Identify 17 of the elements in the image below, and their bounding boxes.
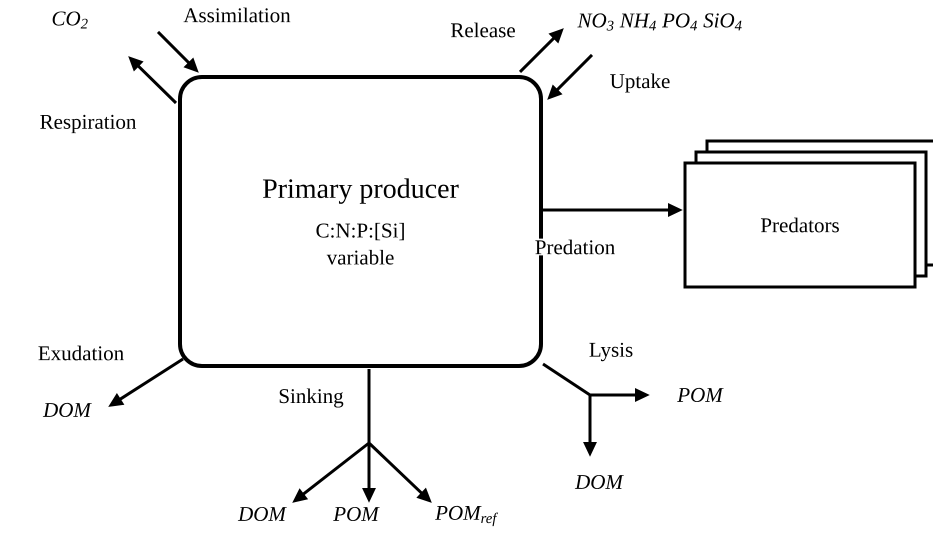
species-label: DOM bbox=[574, 474, 624, 490]
species-label: DOM bbox=[238, 506, 287, 522]
species-label: DOM bbox=[42, 402, 92, 418]
species-label: POM$_{ref}$ bbox=[435, 506, 498, 526]
edge-label: Respiration bbox=[38, 114, 138, 134]
edge-label: Release bbox=[449, 22, 517, 38]
species-label: CO$_{2}$ bbox=[52, 11, 88, 28]
edge-label: Lysis bbox=[588, 342, 634, 362]
edge-label: Predation bbox=[534, 238, 616, 256]
edge-label: Assimilation bbox=[182, 6, 292, 24]
stacked-box: Predators bbox=[684, 140, 933, 288]
edge-label: Uptake bbox=[608, 72, 672, 94]
edge-label: Exudation bbox=[36, 344, 126, 362]
species-label: NO$_{3}$ NH$_{4}$ PO$_{4}$ SiO$_{4}$ bbox=[577, 13, 742, 31]
species-label: POM bbox=[677, 388, 724, 402]
species-label: POM bbox=[333, 506, 380, 522]
edge-label: Sinking bbox=[277, 387, 345, 409]
